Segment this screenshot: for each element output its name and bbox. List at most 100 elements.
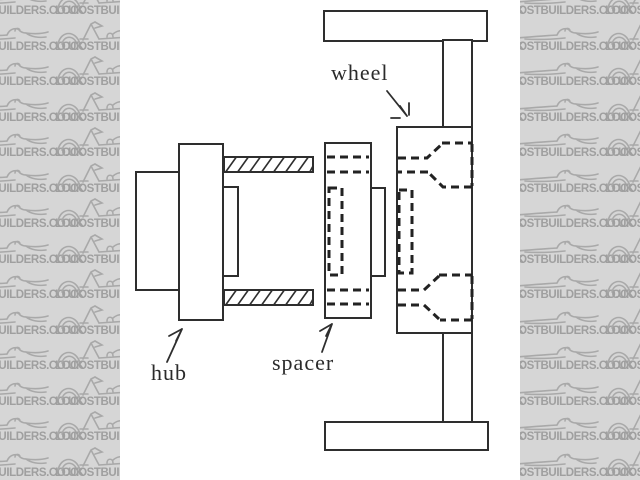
watermark-tile: LOCOSTBUILDERS.CO.UK [495,231,634,267]
watermark-text: LOCOSTBUILDERS.CO.UK [495,5,634,17]
locost-clubman-sketch-icon [607,23,640,45]
watermark-tile: LOCOSTBUILDERS.CO.UK [605,89,640,125]
watermark-tile: LOCOSTBUILDERS.CO.UK [0,231,84,267]
watermark-text: LOCOSTBUILDERS.CO.UK [495,324,634,337]
locost-roadster-sketch-icon [0,98,49,111]
stud-bottom-hatching [225,290,314,305]
wheel-centre-bore [397,188,414,275]
watermark-tile: LOCOSTBUILDERS.CO.UK [0,89,84,125]
watermark-text: LOCOSTBUILDERS.CO.UK [495,253,634,266]
locost-clubman-sketch-icon [607,0,639,9]
watermark-text: LOCOSTBUILDERS.CO.UK [605,360,640,372]
watermark-text: LOCOSTBUILDERS.CO.UK [0,40,84,53]
watermark-tile: LOCOSTBUILDERS.CO.UK [0,444,84,480]
watermark-tile: LOCOSTBUILDERS.CO.UK [495,124,634,160]
wheel-stud-bottom [223,289,314,306]
watermark-text: LOCOSTBUILDERS.CO.UK [605,5,640,17]
watermark-text: LOCOSTBUILDERS.CO.UK [495,289,634,301]
locost-roadster-sketch-icon [497,133,599,147]
watermark-tile: LOCOSTBUILDERS.CO.UK [605,0,640,18]
wheel-rim-top [323,10,488,42]
watermark-text: LOCOSTBUILDERS.CO.UK [495,360,634,372]
watermark-tile: LOCOSTBUILDERS.CO.UK [495,89,634,125]
watermark-text: LOCOSTBUILDERS.CO.UK [495,147,634,159]
locost-clubman-sketch-icon [607,130,640,151]
spacer-body [324,142,372,319]
hub-spigot [222,186,239,277]
locost-roadster-sketch-icon [0,0,47,4]
locost-roadster-sketch-icon [0,382,49,395]
locost-roadster-sketch-icon [0,133,49,146]
locost-clubman-sketch-icon [607,201,640,222]
locost-roadster-sketch-icon [0,417,49,430]
wheel-arrow [386,90,410,119]
watermark-tile: LOCOSTBUILDERS.CO.UK [605,408,640,444]
locost-clubman-sketch-icon [607,307,640,329]
watermark-tile: LOCOSTBUILDERS.CO.UK [0,53,84,89]
locost-clubman-sketch-icon [607,449,640,471]
watermark-text: LOCOSTBUILDERS.CO.UK [0,111,84,124]
locost-clubman-sketch-icon [57,56,130,80]
watermark-tile: LOCOSTBUILDERS.CO.UK [605,195,640,231]
watermark-tile: LOCOSTBUILDERS.CO.UK [495,160,634,196]
watermark-text: LOCOSTBUILDERS.CO.UK [0,182,84,195]
wheel-rim-bottom [324,421,489,451]
watermark-tile: LOCOSTBUILDERS.CO.UK [605,373,640,409]
hub-arrow [166,328,183,363]
wheel-centre [396,126,473,334]
watermark-text: LOCOSTBUILDERS.CO.UK [0,395,84,408]
locost-clubman-sketch-icon [607,414,640,435]
watermark-text: LOCOSTBUILDERS.CO.UK [495,395,634,408]
watermark-tile: LOCOSTBUILDERS.CO.UK [0,18,84,54]
locost-roadster-sketch-icon [0,240,49,253]
locost-clubman-sketch-icon [607,343,640,364]
spacer-stud-hole-bottom [327,288,369,306]
watermark-text: LOCOSTBUILDERS.CO.UK [0,431,84,443]
watermark-tile: LOCOSTBUILDERS.CO.UK [605,124,640,160]
watermark-tile: LOCOSTBUILDERS.CO.UK [0,160,84,196]
watermark-tile: LOCOSTBUILDERS.CO.UK [495,337,634,373]
watermark-text: LOCOSTBUILDERS.CO.UK [495,76,634,88]
watermark-text: LOCOSTBUILDERS.CO.UK [605,182,640,195]
watermark-text: LOCOSTBUILDERS.CO.UK [0,289,84,301]
watermark-tile: LOCOSTBUILDERS.CO.UK [605,53,640,89]
watermark-tile: LOCOSTBUILDERS.CO.UK [605,302,640,338]
watermark-text: LOCOSTBUILDERS.CO.UK [0,324,84,337]
watermark-text: LOCOSTBUILDERS.CO.UK [605,289,640,301]
locost-roadster-sketch-icon [0,62,49,75]
watermark-tile: LOCOSTBUILDERS.CO.UK [605,18,640,54]
locost-roadster-sketch-icon [0,275,49,288]
wheel-barrel-bottom [442,332,473,423]
stud-top-hatching [225,157,314,172]
watermark-text: LOCOSTBUILDERS.CO.UK [605,40,640,53]
diagram-panel: wheel hub spacer [120,0,520,480]
hub-flange [178,143,224,321]
locost-roadster-sketch-icon [0,169,49,182]
watermark-text: LOCOSTBUILDERS.CO.UK [605,147,640,159]
wheel-barrel-top [442,39,473,129]
watermark-text: LOCOSTBUILDERS.CO.UK [0,76,84,88]
watermark-text: LOCOSTBUILDERS.CO.UK [605,111,640,124]
watermark-text: LOCOSTBUILDERS.CO.UK [605,218,640,230]
watermark-text: LOCOSTBUILDERS.CO.UK [495,40,634,53]
wheel-stud-hole-bottom [398,273,474,322]
watermark-tile: LOCOSTBUILDERS.CO.UK [0,408,84,444]
watermark-tile: LOCOSTBUILDERS.CO.UK [605,231,640,267]
wheel-stud-hole-top [398,141,474,189]
spacer-centre-bore [327,186,344,277]
wheel-stud-top [223,156,314,173]
watermark-tile: LOCOSTBUILDERS.CO.UK [0,195,84,231]
locost-clubman-sketch-icon [607,94,640,116]
watermark-tile: LOCOSTBUILDERS.CO.UK [605,266,640,302]
watermark-tile: LOCOSTBUILDERS.CO.UK [0,337,84,373]
locost-roadster-sketch-icon [0,311,49,324]
watermark-tile: LOCOSTBUILDERS.CO.UK [605,444,640,480]
locost-clubman-sketch-icon [607,236,640,258]
locost-clubman-sketch-icon [607,165,640,187]
watermark-text: LOCOSTBUILDERS.CO.UK [0,5,84,17]
watermark-tile: LOCOSTBUILDERS.CO.UK [495,302,634,338]
watermark-text: LOCOSTBUILDERS.CO.UK [605,253,640,266]
watermark-text: LOCOSTBUILDERS.CO.UK [0,466,84,479]
spacer-label: spacer [272,350,335,375]
